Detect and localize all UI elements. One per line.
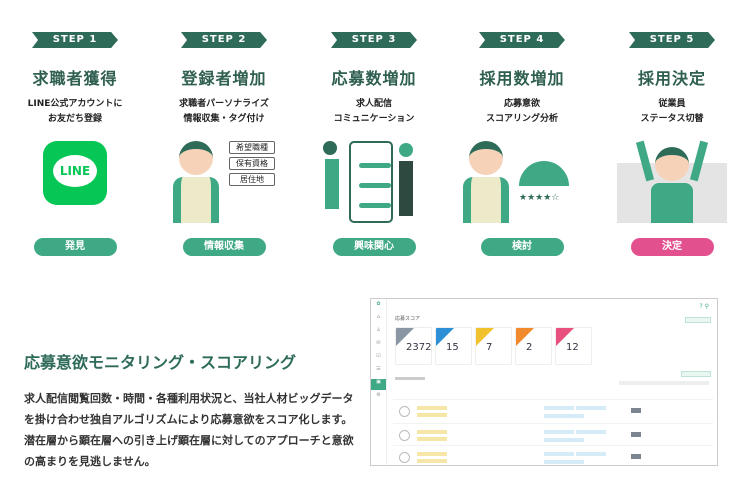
candidate-row[interactable]: [393, 399, 713, 423]
step-3: STEP 3 応募数増加 求人配信コミュニケーション 興味関心: [299, 32, 449, 256]
score-card[interactable]: 2372: [395, 327, 432, 365]
step-stage-pill: 発見: [33, 238, 117, 256]
line-logo-icon: LINE: [43, 141, 107, 205]
score-card[interactable]: 15: [435, 327, 472, 365]
step-5: STEP 5 採用決定 従業員ステータス切替 決定: [597, 32, 747, 256]
step-title: 採用数増加: [479, 69, 565, 88]
step-title: 応募数増加: [331, 69, 417, 88]
candidate-row[interactable]: [393, 423, 713, 447]
score-card[interactable]: 7: [475, 327, 512, 365]
step-banner: STEP 5: [629, 32, 715, 48]
step-2: STEP 2 登録者増加 求職者パーソナライズ情報収集・タグ付け 希望職種保有資…: [149, 32, 299, 256]
step-stage-pill: 決定: [630, 238, 714, 256]
step-description: 求人配信コミュニケーション: [333, 99, 415, 124]
dashboard-sidebar: ✿ ⌂♙✉☑☰ ▣⚙: [371, 299, 387, 465]
dashboard-title: 応募スコア: [395, 316, 421, 322]
feature-title: 応募意欲モニタリング・スコアリング: [24, 353, 297, 372]
score-card[interactable]: 2: [515, 327, 552, 365]
profile-tag: 保有資格: [229, 157, 275, 170]
step-description: 応募意欲スコアリング分析: [485, 99, 558, 124]
step-title: 登録者増加: [181, 69, 267, 88]
step-description: LINE公式アカウントにお友だち登録: [27, 99, 123, 124]
score-card[interactable]: 12: [555, 327, 592, 365]
feature-body: 求人配信閲覧回数・時間・各種利用状況と、当社人材ビッグデータを掛け合わせ独自アル…: [24, 392, 354, 468]
step-banner: STEP 1: [32, 32, 118, 48]
step-4: STEP 4 採用数増加 応募意欲スコアリング分析 ★★★★☆ 検討: [447, 32, 597, 256]
step-title: 採用決定: [637, 69, 706, 88]
step-banner: STEP 4: [479, 32, 565, 48]
step-1: STEP 1 求職者獲得 LINE公式アカウントにお友だち登録 LINE 発見: [0, 32, 150, 256]
step-title: 求職者獲得: [32, 69, 118, 88]
candidate-row[interactable]: [393, 445, 713, 469]
score-value: 2: [526, 342, 533, 353]
step-stage-pill: 情報収集: [182, 238, 266, 256]
step-stage-pill: 検討: [480, 238, 564, 256]
step-description: 求職者パーソナライズ情報収集・タグ付け: [179, 99, 269, 124]
step-stage-pill: 興味関心: [332, 238, 416, 256]
profile-tag: 希望職種: [229, 141, 275, 154]
step-banner: STEP 2: [181, 32, 267, 48]
score-value: 15: [446, 342, 459, 353]
score-value: 12: [566, 342, 579, 353]
score-value: 2372: [406, 342, 432, 353]
score-value: 7: [486, 342, 493, 353]
step-description: 従業員ステータス切替: [640, 99, 704, 124]
profile-tag: 居住地: [229, 173, 275, 186]
step-banner: STEP 3: [331, 32, 417, 48]
